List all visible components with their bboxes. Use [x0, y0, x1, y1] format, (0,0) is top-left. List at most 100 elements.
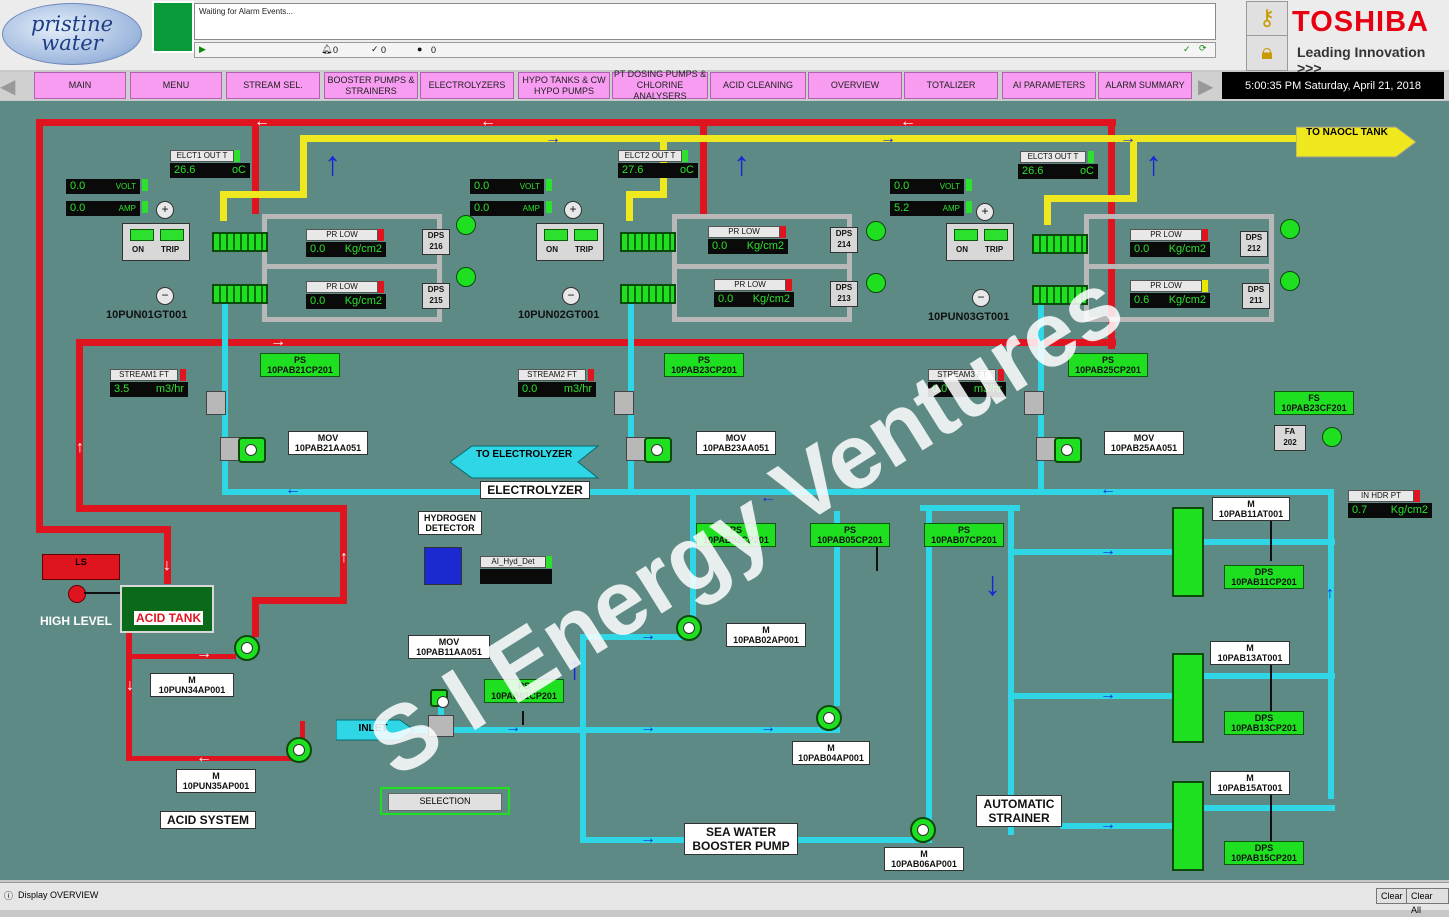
nav-overview[interactable]: OVERVIEW — [808, 72, 902, 99]
lock-icon[interactable]: 🔒︎ — [1246, 35, 1288, 71]
elct2-cell-a[interactable] — [620, 232, 676, 252]
flow-arrow-icon: → — [1100, 542, 1116, 559]
hydrogen-detector-label: HYDROGEN DETECTOR — [418, 511, 482, 535]
elct2-mov-actuator[interactable] — [644, 437, 672, 463]
nav-forward-icon[interactable]: ▶ — [1198, 76, 1214, 98]
nav-pt-dosing[interactable]: PT DOSING PUMPS & CHLORINE ANALYSERS — [612, 69, 708, 101]
plus-icon[interactable]: + — [156, 201, 174, 219]
play-icon[interactable]: ▶ — [199, 44, 206, 54]
nav-hypo-tanks[interactable]: HYPO TANKS & CW HYPO PUMPS — [518, 72, 610, 99]
minus-icon[interactable]: − — [156, 287, 174, 305]
flow-arrow-icon: → — [1120, 130, 1136, 147]
nav-menu[interactable]: MENU — [130, 72, 222, 99]
elct1-cell-a[interactable] — [212, 232, 268, 252]
brand-name: TOSHIBA — [1292, 6, 1429, 38]
elct1-mov-valve[interactable] — [220, 437, 240, 461]
clear-all-button[interactable]: Clear All — [1406, 888, 1449, 915]
inlet-valve-actuator[interactable] — [430, 689, 449, 708]
elct1-status-light-b — [456, 267, 476, 287]
plus-icon[interactable]: + — [976, 203, 994, 221]
nav-booster-pumps[interactable]: BOOSTER PUMPS & STRAINERS — [324, 72, 418, 99]
ls-tag[interactable]: LS — [42, 554, 120, 580]
inlet-arrow[interactable] — [336, 719, 416, 741]
elct1-control-panel[interactable]: ON TRIP — [122, 223, 190, 261]
nav-back-icon[interactable]: ◀ — [0, 76, 16, 98]
refresh-icon[interactable]: ⟳ — [1199, 43, 1207, 53]
to-electrolyzer-arrow[interactable] — [450, 445, 600, 479]
naocl-tank-arrow[interactable] — [1296, 125, 1418, 159]
elct3-mov-actuator[interactable] — [1054, 437, 1082, 463]
hydrogen-detector-icon[interactable] — [424, 547, 462, 585]
elct3-flow-meter[interactable] — [1024, 391, 1044, 415]
nav-ai-parameters[interactable]: AI PARAMETERS — [1002, 72, 1096, 99]
nav-main[interactable]: MAIN — [34, 72, 126, 99]
nav-electrolyzers[interactable]: ELECTROLYZERS — [420, 72, 514, 99]
elct3-cell-b[interactable] — [1032, 285, 1088, 305]
acid-tank[interactable] — [120, 585, 214, 633]
minus-icon[interactable]: − — [562, 287, 580, 305]
check-icon[interactable]: ✓ — [1183, 44, 1191, 54]
strainer-motor-13[interactable] — [1172, 653, 1204, 743]
elct3-mov-valve[interactable] — [1036, 437, 1056, 461]
acid-pump-34[interactable] — [234, 635, 260, 661]
alarm-viewer-icon[interactable] — [152, 1, 194, 53]
elct1-mov-actuator[interactable] — [238, 437, 266, 463]
nav-stream-sel[interactable]: STREAM SEL. — [226, 72, 320, 99]
inlet-valve[interactable] — [428, 715, 454, 737]
nav-alarm-summary[interactable]: ALARM SUMMARY — [1098, 72, 1192, 99]
elct3-cell-a[interactable] — [1032, 234, 1088, 254]
clear-button[interactable]: Clear — [1376, 888, 1408, 904]
sw-pump-06[interactable] — [910, 817, 936, 843]
minus-icon[interactable]: − — [972, 289, 990, 307]
plus-icon[interactable]: + — [564, 201, 582, 219]
acid-pump-35[interactable] — [286, 737, 312, 763]
nav-totalizer[interactable]: TOTALIZER — [904, 72, 998, 99]
elct2-mov-valve[interactable] — [626, 437, 646, 461]
elct1-flow-meter[interactable] — [206, 391, 226, 415]
sw-pump-04[interactable] — [816, 705, 842, 731]
up-arrow-icon: ↑ — [1145, 145, 1162, 183]
key-icon[interactable]: ⚷ — [1246, 1, 1288, 37]
strainer-motor-15[interactable] — [1172, 781, 1204, 871]
elct2-cell-b[interactable] — [620, 284, 676, 304]
selection-button[interactable]: SELECTION — [388, 793, 502, 811]
nav-acid-cleaning[interactable]: ACID CLEANING — [710, 72, 806, 99]
strainer-motor-11[interactable] — [1172, 507, 1204, 597]
elct3-control-panel[interactable]: ON TRIP — [946, 223, 1014, 261]
elct1-cell-b[interactable] — [212, 284, 268, 304]
sw-pump-02[interactable] — [676, 615, 702, 641]
elct2-flow-meter[interactable] — [614, 391, 634, 415]
elct2-control-panel[interactable]: ON TRIP — [536, 223, 604, 261]
